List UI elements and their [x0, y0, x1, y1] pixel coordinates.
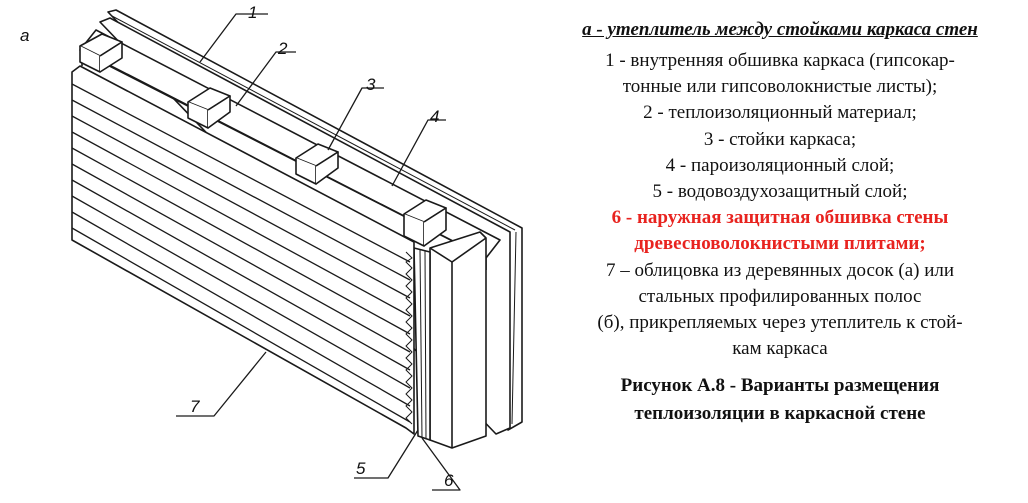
legend-item-1: 1 - внутренняя обшивка каркаса (гипсокар…	[605, 50, 955, 98]
figure-letter: а	[20, 26, 30, 45]
frame-stud-4	[403, 199, 447, 247]
board-cladding-layer	[71, 65, 415, 435]
frame-stud-3	[295, 143, 339, 185]
frame-stud-2	[187, 87, 231, 129]
legend-panel: а - утеплитель между стойками каркаса ст…	[538, 18, 1022, 428]
callout-6: 6	[444, 471, 454, 490]
frame-stud-1	[79, 33, 123, 73]
wind-barrier-and-fibreboard-edges	[413, 247, 431, 441]
callout-2: 2	[277, 39, 288, 58]
legend-item-3: 3 - стойки каркаса;	[703, 128, 857, 150]
legend-item-6: 6 - наружная защитная обшивка стены древ…	[611, 207, 949, 255]
callout-4: 4	[430, 107, 439, 126]
callout-5: 5	[356, 459, 366, 478]
wall-end-block	[429, 231, 487, 449]
callout-3: 3	[366, 75, 376, 94]
wall-cutaway-drawing: а	[20, 3, 523, 491]
wall-diagram-svg: 1 2 3 4 5 6 7	[71, 3, 523, 491]
figure-caption: Рисунок А.8 - Варианты размещения теплои…	[620, 375, 940, 425]
legend-title: а - утеплитель между стойками каркаса ст…	[582, 19, 978, 40]
legend-item-4: 4 - пароизоляционный слой;	[665, 154, 895, 176]
legend-item-2: 2 - теплоизоляционный материал;	[643, 102, 917, 124]
leader-lines	[176, 13, 461, 491]
callout-1: 1	[248, 3, 257, 22]
legend-item-7: 7 – облицовка из деревянных досок (а) ил…	[597, 259, 963, 360]
callout-7: 7	[190, 397, 200, 416]
legend-item-5: 5 - водовоздухозащитный слой;	[652, 181, 908, 203]
